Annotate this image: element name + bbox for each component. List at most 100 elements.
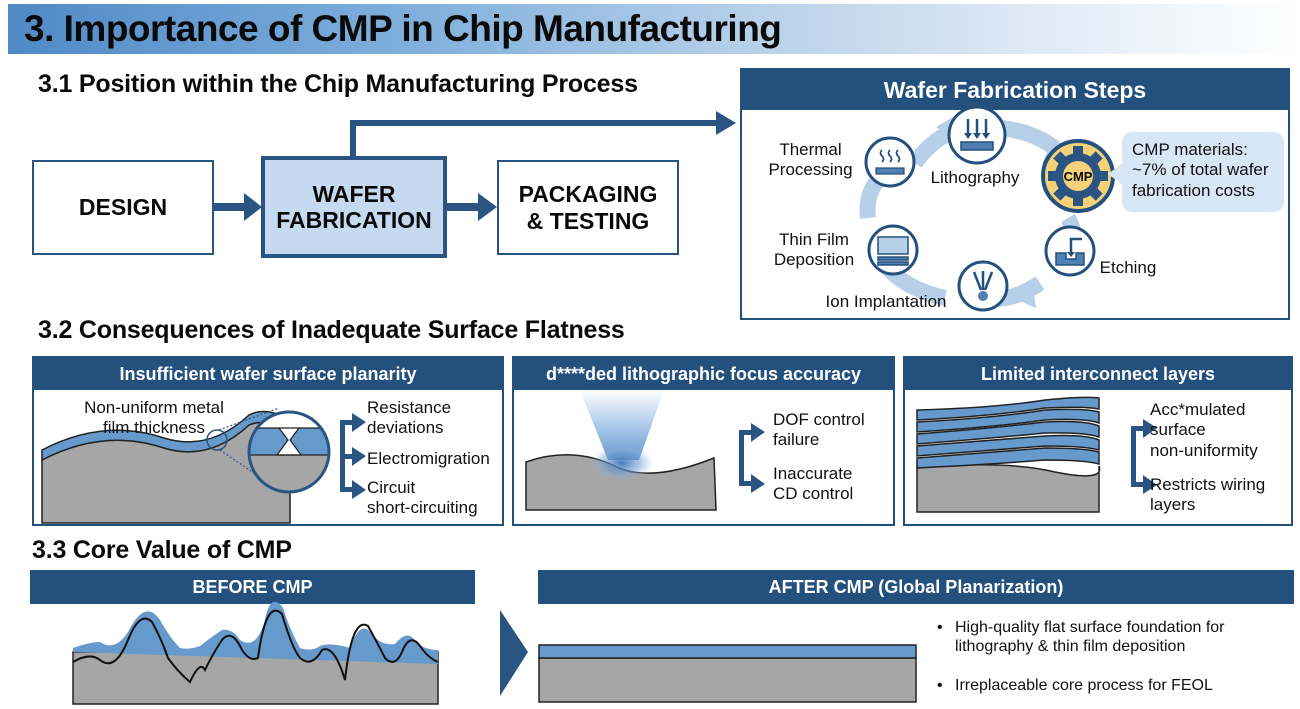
effect-restricts-wiring-layers: Restricts wiring layers bbox=[1150, 475, 1265, 516]
bullet-flat-surface-foundation: • High-quality flat surface foundation f… bbox=[937, 618, 1225, 656]
flow-arrows bbox=[214, 111, 736, 221]
annotation-non-uniform-film: Non-uniform metal film thickness bbox=[64, 398, 244, 439]
effect-line: Inaccurate bbox=[773, 464, 853, 483]
zoom-guide-line bbox=[218, 407, 280, 431]
film-layers-icon bbox=[877, 236, 909, 266]
bullet-line: High-quality flat surface foundation for bbox=[955, 619, 1225, 636]
step-label-line: Processing bbox=[768, 160, 853, 180]
before-surface-profile bbox=[72, 609, 439, 684]
effect-bracket-arrows bbox=[340, 413, 366, 499]
step-label-thermal-processing: Thermal Processing bbox=[758, 140, 863, 181]
effect-line: failure bbox=[773, 430, 820, 450]
effect-electromigration: Electromigration bbox=[367, 449, 490, 468]
effect-accumulated-non-uniformity: Acc*mulated surface non-uniformity bbox=[1150, 400, 1258, 461]
effect-resistance-deviations: Resistance deviations bbox=[367, 398, 451, 439]
focus-illustration bbox=[525, 390, 765, 511]
effect-circuit-short: Circuit short-circuiting bbox=[367, 478, 478, 519]
planarity-illustration bbox=[41, 407, 366, 524]
bullet-core-process-feol: • Irreplaceable core process for FEOL bbox=[937, 676, 1213, 695]
bullet-line: Irreplaceable core process for FEOL bbox=[955, 677, 1213, 694]
panel-header: Insufficient wafer surface planarity bbox=[34, 358, 502, 390]
effect-line: surface bbox=[1150, 420, 1206, 440]
panel-header: Wafer Fabrication Steps bbox=[742, 70, 1288, 110]
effect-line: Resistance bbox=[367, 398, 452, 417]
step-label-line: Deposition bbox=[773, 250, 855, 270]
lithography-step bbox=[947, 108, 1007, 165]
arrow-design-to-fab bbox=[214, 193, 262, 221]
effect-line: deviations bbox=[367, 418, 444, 438]
effect-line: non-uniformity bbox=[1150, 440, 1258, 460]
callout-line: ~7% of total wafer bbox=[1132, 160, 1269, 180]
effect-line: short-circuiting bbox=[367, 498, 478, 518]
light-beam bbox=[580, 390, 664, 460]
ion-beam-icon bbox=[972, 271, 994, 301]
heat-waves-icon bbox=[879, 149, 901, 163]
before-cmp-header: BEFORE CMP bbox=[30, 570, 475, 604]
title-banner: 3. Importance of CMP in Chip Manufacturi… bbox=[8, 4, 1298, 54]
flow-box-label-line2: FABRICATION bbox=[276, 207, 432, 233]
fabrication-cycle-diagram: CMP bbox=[859, 108, 1115, 312]
metal-layer bbox=[916, 408, 1100, 433]
section-heading-core-value: 3.3 Core Value of CMP bbox=[32, 536, 292, 564]
flow-box-label-line1: PACKAGING bbox=[518, 181, 658, 208]
metal-layer bbox=[916, 434, 1100, 457]
panel-header: Limited interconnect layers bbox=[905, 358, 1291, 390]
substrate-layer bbox=[916, 464, 1101, 513]
cmp-cost-callout: CMP materials: ~7% of total wafer fabric… bbox=[1122, 132, 1284, 212]
step-label-etching: Etching bbox=[1099, 258, 1157, 277]
flow-box-label-line2: & TESTING bbox=[526, 207, 650, 234]
effect-line: DOF control bbox=[773, 410, 865, 429]
step-label-lithography: Lithography bbox=[930, 168, 1020, 187]
before-after-illustration bbox=[72, 601, 917, 705]
metal-layer bbox=[916, 420, 1100, 445]
effect-dof-control-failure: DOF control failure bbox=[773, 410, 865, 451]
magnified-void-view bbox=[247, 410, 331, 494]
annotation-line: film thickness bbox=[102, 418, 206, 438]
effect-inaccurate-cd-control: Inaccurate CD control bbox=[773, 464, 853, 505]
effect-line: Circuit bbox=[367, 478, 416, 497]
thermal-processing-step bbox=[864, 136, 916, 188]
arrow-fab-to-packaging bbox=[447, 193, 497, 221]
focus-spot bbox=[590, 445, 654, 481]
bullet-dot: • bbox=[937, 677, 943, 694]
bullet-line: lithography & thin film deposition bbox=[955, 638, 1186, 656]
effect-line: CD control bbox=[773, 484, 854, 504]
metal-layer bbox=[916, 396, 1100, 421]
section-heading-position: 3.1 Position within the Chip Manufacturi… bbox=[38, 70, 638, 98]
after-substrate bbox=[538, 657, 917, 703]
cmp-gear-label: CMP bbox=[1064, 169, 1093, 184]
arrow-fab-to-steps-panel bbox=[350, 111, 736, 157]
annotation-line: Non-uniform metal bbox=[84, 398, 224, 417]
flow-box-label: DESIGN bbox=[78, 194, 168, 221]
callout-line: CMP materials: bbox=[1132, 140, 1248, 159]
step-label-line: Thermal bbox=[779, 140, 842, 159]
effect-line: Acc*mulated bbox=[1150, 400, 1246, 419]
etching-step bbox=[1044, 225, 1096, 277]
cycle-arrowhead bbox=[1008, 280, 1036, 308]
step-label-thin-film-deposition: Thin Film Deposition bbox=[765, 230, 863, 271]
effect-bracket-arrows bbox=[739, 423, 765, 493]
effect-line: Restricts wiring bbox=[1150, 475, 1266, 494]
zoom-origin-circle bbox=[206, 429, 228, 451]
interconnect-layers-illustration bbox=[916, 396, 1157, 513]
flow-box-label-line1: WAFER bbox=[312, 180, 396, 207]
callout-line: fabrication costs bbox=[1132, 180, 1255, 200]
flow-box-packaging-testing: PACKAGING & TESTING bbox=[497, 160, 679, 255]
ion-implantation-step bbox=[957, 260, 1009, 312]
metal-layer bbox=[916, 447, 1100, 469]
flow-box-design: DESIGN bbox=[32, 160, 214, 255]
bullet-dot: • bbox=[937, 619, 943, 636]
effect-line: layers bbox=[1150, 495, 1196, 515]
after-flat-metal-film bbox=[538, 644, 917, 659]
lithography-arrows-icon bbox=[964, 119, 990, 139]
page-title: 3. Importance of CMP in Chip Manufacturi… bbox=[24, 8, 782, 49]
step-label-ion-implantation: Ion Implantation bbox=[825, 292, 947, 311]
flow-box-wafer-fabrication: WAFER FABRICATION bbox=[261, 156, 447, 258]
step-label-line: Thin Film bbox=[779, 230, 849, 249]
panel-header: d****ded lithographic focus accuracy bbox=[514, 358, 893, 390]
cmp-step: CMP bbox=[1041, 139, 1115, 213]
callout-pointer bbox=[1108, 162, 1124, 186]
after-cmp-header: AFTER CMP (Global Planarization) bbox=[538, 570, 1294, 604]
etching-icon bbox=[1055, 237, 1085, 266]
thin-film-deposition-step bbox=[867, 224, 919, 276]
